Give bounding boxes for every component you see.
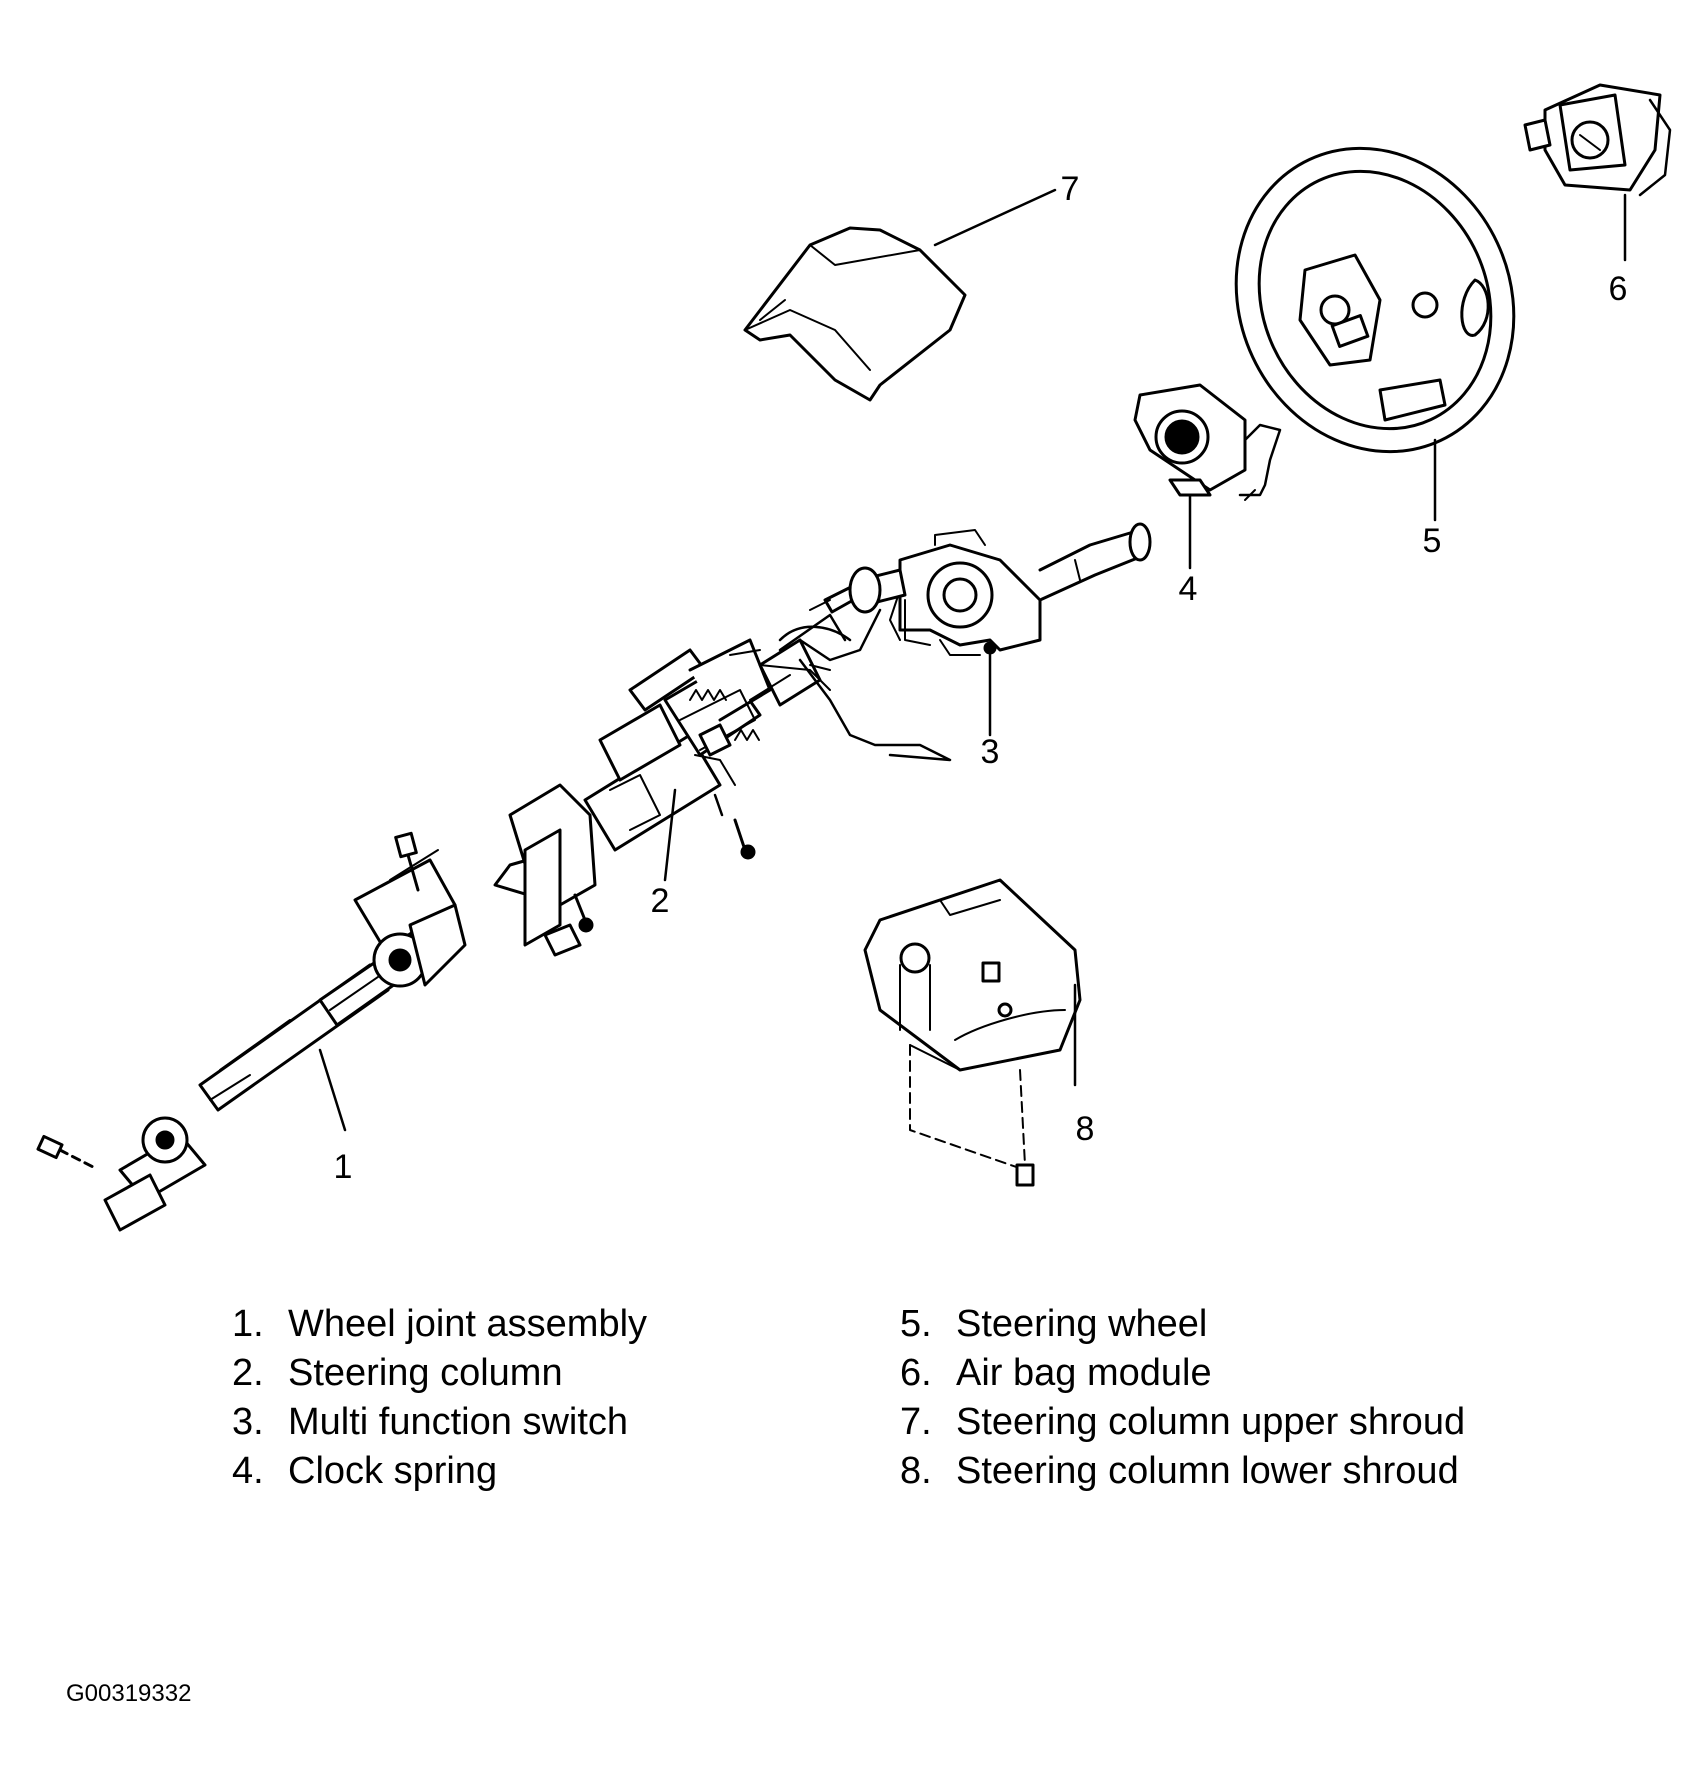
figure-id: G00319332 xyxy=(66,1680,192,1707)
legend-item: 5. Steering wheel xyxy=(900,1300,1465,1349)
legend-label: Clock spring xyxy=(288,1450,498,1492)
callout-4: 4 xyxy=(1179,570,1198,608)
legend-item: 6. Air bag module xyxy=(900,1349,1465,1398)
callout-3: 3 xyxy=(981,733,1000,771)
legend-item: 4. Clock spring xyxy=(232,1447,647,1496)
legend-label: Steering column xyxy=(288,1352,563,1394)
legend-item: 7. Steering column upper shroud xyxy=(900,1398,1465,1447)
exploded-view-diagram: 1 2 3 4 5 6 7 8 xyxy=(36,83,1672,1232)
legend-number: 1. xyxy=(232,1303,264,1345)
legend-right-column: 5. Steering wheel 6. Air bag module 7. Stee… xyxy=(900,1300,1465,1496)
legend-number: 7. xyxy=(900,1401,932,1443)
legend-label: Multi function switch xyxy=(288,1401,629,1443)
legend-item: 3. Multi function switch xyxy=(232,1398,647,1447)
legend-number: 4. xyxy=(232,1450,264,1492)
legend-label: Air bag module xyxy=(956,1352,1212,1394)
legend-label: Steering column upper shroud xyxy=(956,1401,1466,1443)
legend-item: 8. Steering column lower shroud xyxy=(900,1447,1465,1496)
upper-shroud xyxy=(743,188,1057,402)
lower-shroud xyxy=(863,878,1082,1187)
legend-item: 2. Steering column xyxy=(232,1349,647,1398)
steering-wheel xyxy=(1234,146,1516,522)
wheel-joint-assembly xyxy=(36,831,467,1232)
callout-5: 5 xyxy=(1423,522,1442,560)
legend-number: 5. xyxy=(900,1303,932,1345)
legend-number: 6. xyxy=(900,1352,932,1394)
air-bag-module xyxy=(1523,83,1672,262)
legend-number: 3. xyxy=(232,1401,264,1443)
clock-spring xyxy=(1133,383,1282,570)
legend-label: Wheel joint assembly xyxy=(288,1303,648,1345)
legend-label: Steering column lower shroud xyxy=(956,1450,1459,1492)
callout-8: 8 xyxy=(1076,1110,1095,1148)
legend-item: 1. Wheel joint assembly xyxy=(232,1300,647,1349)
callout-7: 7 xyxy=(1061,170,1080,208)
legend-left-column: 1. Wheel joint assembly 2. Steering column… xyxy=(232,1300,647,1496)
legend-number: 8. xyxy=(900,1450,932,1492)
callout-6: 6 xyxy=(1609,270,1628,308)
callout-2: 2 xyxy=(651,882,670,920)
legend-number: 2. xyxy=(232,1352,264,1394)
callout-1: 1 xyxy=(334,1148,353,1186)
legend-label: Steering wheel xyxy=(956,1303,1208,1345)
steering-column xyxy=(493,573,952,957)
multi-function-switch xyxy=(848,522,1152,737)
